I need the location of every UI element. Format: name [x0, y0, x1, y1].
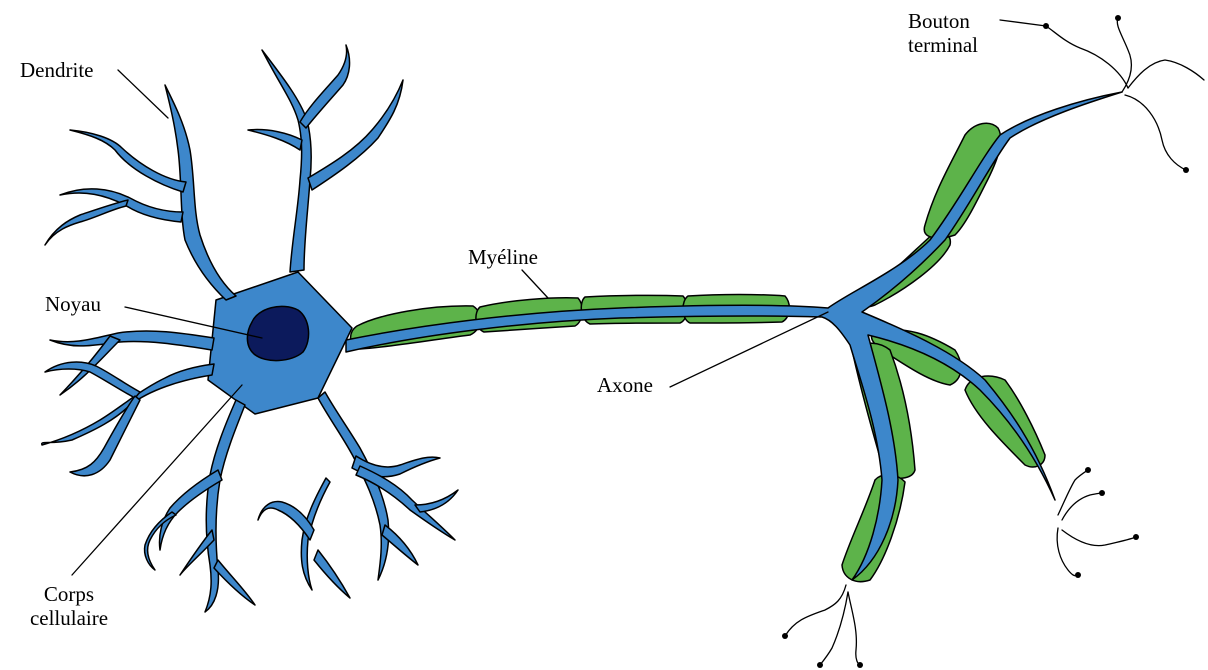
label-bouton-line2: terminal — [908, 33, 978, 57]
label-axone: Axone — [597, 373, 653, 397]
label-myeline: Myéline — [468, 245, 538, 269]
label-bouton-terminal: Bouton terminal — [908, 9, 978, 57]
label-noyau: Noyau — [45, 292, 101, 316]
label-dendrite: Dendrite — [20, 58, 93, 82]
label-corps-line2: cellulaire — [14, 606, 124, 630]
label-corps-line1: Corps — [14, 582, 124, 606]
neuron-body — [42, 45, 1122, 612]
nucleus — [247, 306, 308, 360]
label-bouton-line1: Bouton — [908, 9, 978, 33]
label-corps-cellulaire: Corps cellulaire — [14, 582, 124, 630]
